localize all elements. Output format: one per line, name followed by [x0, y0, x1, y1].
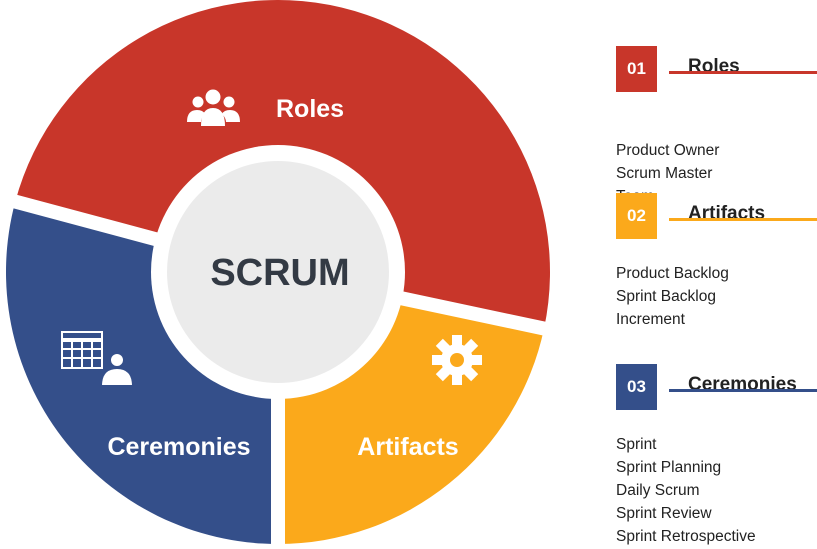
segment-gap [384, 288, 556, 338]
legend-item: Daily Scrum [616, 482, 700, 499]
legend-items: Product Backlog Sprint Backlog Increment [616, 262, 817, 331]
legend-item: Scrum Master [616, 165, 713, 182]
gear-tooth [452, 373, 462, 385]
legend-header: 02 Artifacts [616, 193, 817, 239]
ceremonies-segment [5, 201, 278, 544]
legend-header: 01 Roles [616, 46, 817, 92]
artifacts-segment-label: Artifacts [357, 433, 458, 461]
legend-item: Sprint Retrospective [616, 528, 756, 545]
roles-segment [15, 0, 550, 329]
gear-icon [432, 335, 482, 385]
gear-tooth [470, 355, 482, 365]
legend-title: Artifacts [688, 203, 766, 224]
legend-underline [669, 389, 817, 392]
legend-item: Sprint Planning [616, 459, 722, 476]
ceremonies-segment-label: Ceremonies [107, 433, 250, 461]
scrum-cycle-diagram: SCRUM Roles Artifacts Ceremonies [3, 0, 556, 544]
gear-tooth [432, 355, 444, 365]
legend-items: Sprint Sprint Planning Daily Scrum Sprin… [616, 433, 817, 548]
legend-underline [669, 218, 817, 221]
legend-number-badge: 02 [616, 193, 657, 239]
legend-roles: 01 Roles Product Owner Scrum Master Team [616, 46, 817, 208]
roles-segment-label: Roles [276, 95, 344, 123]
people-group-icon [187, 89, 240, 126]
legend-item: Sprint Review [616, 505, 712, 522]
legend-number-badge: 03 [616, 364, 657, 410]
legend-title: Roles [688, 56, 740, 77]
center-label: SCRUM [210, 252, 349, 294]
calendar-person-icon [61, 331, 135, 387]
segment-gap [3, 192, 174, 251]
legend-item: Increment [616, 311, 685, 328]
legend-item: Sprint [616, 436, 657, 453]
legend-underline [669, 71, 817, 74]
legend-title: Ceremonies [688, 374, 797, 395]
center-disc [167, 161, 389, 383]
gear-tooth [452, 335, 462, 347]
legend-ceremonies: 03 Ceremonies Sprint Sprint Planning Dai… [616, 364, 817, 548]
legend-item: Product Backlog [616, 265, 729, 282]
legend-item: Sprint Backlog [616, 288, 716, 305]
legend-item: Product Owner [616, 142, 720, 159]
legend-number-badge: 01 [616, 46, 657, 92]
legend-header: 03 Ceremonies [616, 364, 817, 410]
legend-artifacts: 02 Artifacts Product Backlog Sprint Back… [616, 193, 817, 331]
